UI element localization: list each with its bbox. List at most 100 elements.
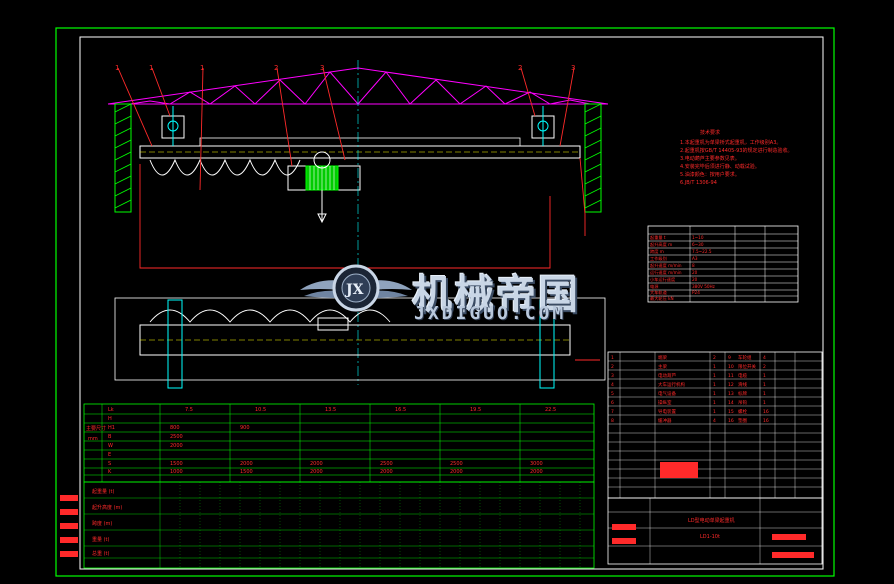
dim-header-3: 13.5 [325, 407, 336, 413]
watermark-emblem: JX [300, 264, 412, 312]
festoon-cable [149, 158, 301, 176]
part-name-12: 滑线 [738, 381, 747, 388]
part-no-1: 1 [611, 355, 614, 361]
signature-stamp-2 [612, 538, 636, 544]
spec-label-6: 运行速度 m/min [650, 269, 682, 276]
dim-cell-3-1: 2500 [170, 434, 183, 440]
part-no-11: 11 [728, 373, 734, 379]
notes-line-3: 3.电动葫芦主要参数见表。 [680, 155, 740, 162]
dim-stub-unit: mm [88, 436, 98, 442]
signature-stamp-3 [772, 534, 806, 540]
part-name-13: 标牌 [738, 390, 747, 397]
part-qty-5: 1 [713, 391, 716, 397]
dim-cell-6-5: 2500 [450, 461, 463, 467]
part-name-6: 操纵室 [658, 399, 672, 406]
spec-label-9: 大车轨道 [650, 289, 668, 296]
dim-cell-6-3: 2000 [310, 461, 323, 467]
part-no-8: 8 [611, 418, 614, 424]
part-qty-1: 2 [713, 355, 716, 361]
part-name-7: 导电装置 [658, 408, 676, 415]
spec-value-9: P24 [692, 290, 700, 295]
signature-stamp-4 [772, 552, 814, 558]
part-name-8: 缓冲器 [658, 417, 672, 424]
spec-label-5: 起升速度 m/min [650, 262, 682, 269]
end-carriage-right [531, 106, 555, 146]
revision-mark-2 [60, 509, 78, 515]
part-no-9: 9 [728, 355, 731, 361]
part-no-4: 4 [611, 382, 614, 388]
part-name-4: 大车运行机构 [658, 381, 685, 388]
dim-row-label-3: B [108, 434, 112, 440]
weight-row-2: 起升高度 (m) [92, 504, 122, 511]
notes-line-5: 5.油漆颜色：按用户要求。 [680, 171, 740, 178]
spec-label-1: 起重量 t [650, 234, 666, 241]
dimension-table: Lk 7.5 10.5 13.5 16.5 19.5 22.5 H H1 800… [83, 403, 595, 483]
revision-mark-3 [60, 523, 78, 529]
part-qty-12: 1 [763, 382, 766, 388]
dim-header-0: Lk [108, 407, 114, 413]
dim-header-5: 19.5 [470, 407, 481, 413]
spec-value-6: 20 [692, 270, 698, 275]
dim-cell-7-2: 1500 [240, 469, 253, 475]
spec-value-5: 8 [692, 263, 695, 268]
dim-cell-7-1: 1000 [170, 469, 183, 475]
revision-mark-4 [60, 537, 78, 543]
part-qty-7: 1 [713, 409, 716, 415]
spec-value-1: 1~10 [692, 235, 704, 240]
end-carriage-left [161, 106, 185, 146]
revision-mark-5 [60, 551, 78, 557]
revision-mark-1 [60, 495, 78, 501]
weight-row-4: 重量 (t) [92, 536, 110, 543]
spec-value-8: 380V 50Hz [692, 284, 716, 289]
watermark-cn: 机械帝国 [412, 272, 580, 318]
part-qty-6: 1 [713, 400, 716, 406]
dim-cell-6-2: 2000 [240, 461, 253, 467]
spec-label-2: 起升高度 m [650, 241, 672, 248]
dim-row-label-2: H1 [108, 425, 115, 431]
callout-7: 3 [571, 64, 575, 72]
part-qty-13: 1 [763, 391, 766, 397]
part-qty-11: 1 [763, 373, 766, 379]
part-no-12: 12 [728, 382, 734, 388]
parts-highlight-block [660, 462, 698, 478]
weight-row-1: 起重量 (t) [92, 488, 115, 495]
part-qty-2: 1 [713, 364, 716, 370]
part-name-3: 电动葫芦 [658, 372, 676, 379]
dim-cell-7-4: 2000 [380, 469, 393, 475]
sheet-frame [55, 27, 835, 577]
notes-line-6: 6.JB/T 1306-94 [680, 180, 717, 186]
spec-value-7: 20 [692, 277, 698, 282]
title-block: LD型电动单梁起重机 LD1-10t [607, 497, 823, 565]
electric-hoist [287, 151, 361, 224]
notes-line-2: 2.起重机按GB/T 14405-93的规定进行制造验收。 [680, 147, 792, 154]
callout-1: 1 [115, 64, 119, 72]
callout-6: 2 [518, 64, 522, 72]
dim-cell-7-3: 2000 [310, 469, 323, 475]
dim-cell-2-1: 800 [170, 425, 180, 431]
dim-stub-label: 主要尺寸 [86, 425, 106, 432]
callout-5: 3 [320, 64, 324, 72]
part-name-11: 电缆 [738, 372, 747, 379]
spec-value-2: 6~30 [692, 242, 704, 247]
drawing-number: LD1-10t [700, 534, 720, 540]
part-qty-10: 2 [763, 364, 766, 370]
dim-cell-4-1: 2000 [170, 443, 183, 449]
dim-cell-7-5: 2000 [450, 469, 463, 475]
dim-row-label-6: S [108, 461, 111, 467]
part-no-3: 3 [611, 373, 614, 379]
part-name-15: 螺栓 [738, 408, 747, 415]
parts-list-table: 1 端梁 2 2 主梁 1 3 电动葫芦 1 4 大车运行机构 1 5 电气设备… [607, 351, 823, 499]
callout-2: 1 [149, 64, 153, 72]
dim-header-6: 22.5 [545, 407, 556, 413]
technical-notes: 技术要求 1.本起重机为单梁桥式起重机，工作级别A3。 2.起重机按GB/T 1… [680, 129, 792, 186]
part-no-6: 6 [611, 400, 614, 406]
dim-header-1: 7.5 [185, 407, 193, 413]
dim-header-2: 10.5 [255, 407, 266, 413]
drawing-title: LD型电动单梁起重机 [688, 517, 735, 524]
part-qty-15: 16 [763, 409, 769, 415]
spec-label-8: 电源 [650, 283, 659, 290]
dim-cell-6-4: 2500 [380, 461, 393, 467]
dim-header-4: 16.5 [395, 407, 406, 413]
part-qty-16: 16 [763, 418, 769, 424]
